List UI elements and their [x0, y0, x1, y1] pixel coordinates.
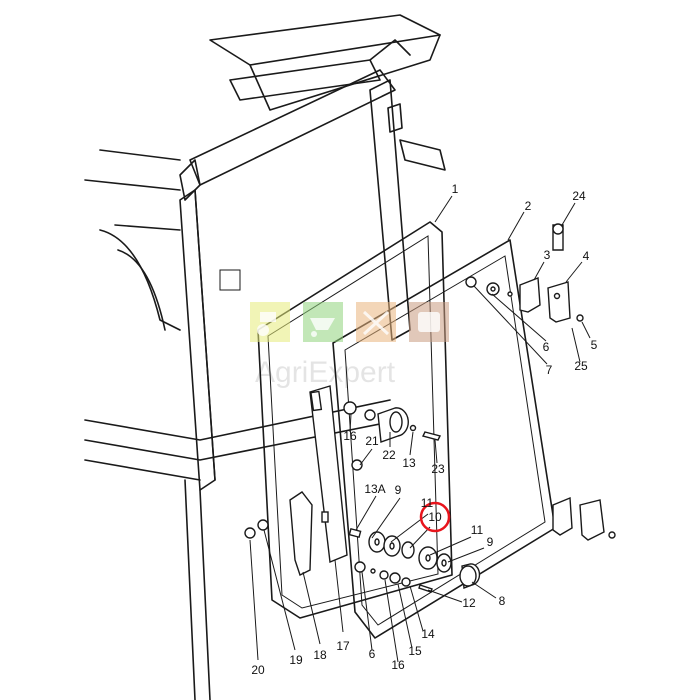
callout-16-lower: 16 — [391, 658, 405, 672]
callout-8: 8 — [499, 594, 506, 608]
callout-21: 21 — [365, 434, 379, 448]
callout-11-upper: 11 — [421, 496, 434, 510]
callout-16-upper: 16 — [343, 429, 357, 443]
callout-20: 20 — [251, 663, 265, 677]
tools-icon — [362, 310, 390, 336]
callout-22: 22 — [382, 448, 396, 462]
callout-9-upper: 9 — [395, 483, 402, 497]
wheelbarrow-icon — [310, 318, 335, 337]
callout-15: 15 — [408, 644, 422, 658]
lower-hinge — [552, 496, 616, 541]
highlight-ring — [419, 501, 451, 533]
glass-pane-1 — [257, 221, 453, 619]
callout-17: 17 — [336, 639, 350, 653]
spacer-22 — [343, 401, 442, 471]
callout-24: 24 — [572, 189, 586, 203]
callout-4: 4 — [583, 249, 590, 263]
callout-23: 23 — [431, 462, 445, 476]
watermark: AgriExpert — [250, 302, 449, 389]
callout-25: 25 — [574, 359, 588, 373]
callout-3: 3 — [544, 248, 551, 262]
callout-1: 1 — [452, 182, 459, 196]
callout-13a: 13A — [364, 482, 385, 496]
callout-2: 2 — [525, 199, 532, 213]
upper-hinge — [519, 223, 571, 323]
lower-pivot-hardware — [348, 527, 481, 593]
upper-pivot-hardware — [465, 276, 584, 322]
screw-20 — [244, 519, 269, 539]
leader-lines — [249, 195, 591, 663]
callout-labels: 1 2 3 4 5 6 7 8 9 9 10 11 11 12 13 13A 1… — [251, 182, 597, 677]
callout-13: 13 — [402, 456, 416, 470]
callout-11-lower: 11 — [471, 523, 484, 537]
callout-6-upper: 6 — [543, 340, 550, 354]
cab-frame — [84, 14, 446, 700]
callout-12: 12 — [462, 596, 476, 610]
callout-6-lower: 6 — [369, 647, 376, 661]
callout-14: 14 — [421, 627, 435, 641]
callout-10: 10 — [428, 510, 442, 524]
tractor-icon — [257, 312, 276, 336]
callout-7: 7 — [546, 363, 553, 377]
callout-18: 18 — [313, 648, 327, 662]
watermark-text: AgriExpert — [255, 356, 396, 389]
callout-19: 19 — [289, 653, 303, 667]
callout-9-lower: 9 — [487, 535, 494, 549]
spare-part-icon — [418, 312, 440, 332]
callout-5: 5 — [591, 338, 598, 352]
handle — [289, 491, 313, 576]
strut-bar — [309, 385, 348, 563]
